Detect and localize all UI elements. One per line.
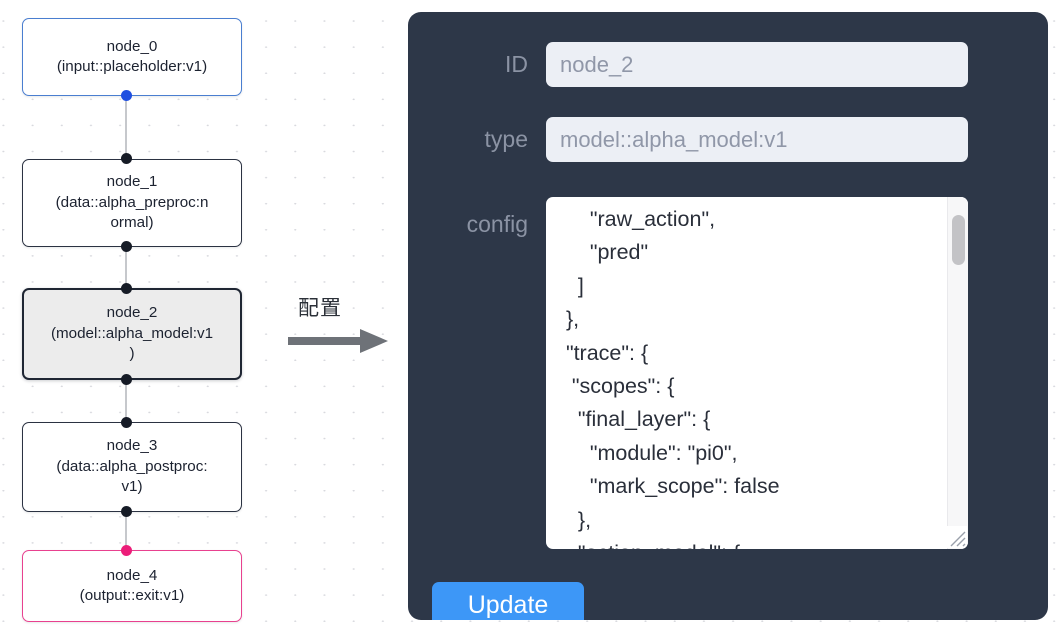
right-arrow-icon <box>288 328 390 359</box>
graph-node-node_3[interactable]: node_3 (data::alpha_postproc: v1) <box>22 422 242 512</box>
resize-handle-icon[interactable] <box>945 526 967 548</box>
graph-node-node_1[interactable]: node_1 (data::alpha_preproc:n ormal) <box>22 159 242 247</box>
port-dot-node_2-out[interactable] <box>120 374 132 385</box>
type-input[interactable]: model::alpha_model:v1 <box>546 117 968 162</box>
port-dot-node_2-in[interactable] <box>120 283 132 294</box>
update-button[interactable]: Update <box>432 582 584 620</box>
config-textarea-wrapper[interactable]: "raw_action", "pred" ] }, "trace": { "sc… <box>546 197 968 549</box>
port-dot-node_3-out[interactable] <box>120 506 132 517</box>
config-scrollbar[interactable] <box>947 197 968 549</box>
port-dot-node_3-in[interactable] <box>120 417 132 428</box>
node-inspector-panel: ID node_2 type model::alpha_model:v1 con… <box>408 12 1048 620</box>
graph-node-label: node_4 (output::exit:v1) <box>79 566 185 605</box>
edge-node2-node3 <box>125 374 127 427</box>
graph-node-node_4[interactable]: node_4 (output::exit:v1) <box>22 550 242 622</box>
graph-node-node_0[interactable]: node_0 (input::placeholder:v1) <box>22 18 242 96</box>
arrow-label: 配置 <box>298 296 342 320</box>
config-textarea[interactable]: "raw_action", "pred" ] }, "trace": { "sc… <box>565 207 780 549</box>
port-dot-node_1-out[interactable] <box>120 241 132 252</box>
field-label-config: config <box>466 211 528 237</box>
graph-node-node_2[interactable]: node_2 (model::alpha_model:v1 ) <box>22 288 242 380</box>
field-label-type: type <box>484 126 528 152</box>
port-dot-node_1-in[interactable] <box>120 153 132 164</box>
config-scrollbar-thumb[interactable] <box>952 215 965 265</box>
edge-node1-node2 <box>125 241 127 293</box>
graph-node-label: node_1 (data::alpha_preproc:n ormal) <box>55 173 209 232</box>
field-row-id: ID node_2 <box>408 42 968 87</box>
field-row-config: config "raw_action", "pred" ] }, "trace"… <box>408 197 968 549</box>
graph-node-label: node_3 (data::alpha_postproc: v1) <box>56 437 208 496</box>
graph-node-label: node_0 (input::placeholder:v1) <box>56 37 208 76</box>
port-dot-node_0-out[interactable] <box>120 90 132 101</box>
graph-node-label: node_2 (model::alpha_model:v1 ) <box>50 304 214 363</box>
port-dot-node_4-in[interactable] <box>120 545 132 556</box>
transition-arrow-group: 配置 <box>288 292 398 362</box>
edge-node3-node4 <box>125 506 127 555</box>
id-input[interactable]: node_2 <box>546 42 968 87</box>
edge-node0-node1 <box>125 90 127 164</box>
field-label-id: ID <box>505 51 528 77</box>
field-row-type: type model::alpha_model:v1 <box>408 117 968 162</box>
